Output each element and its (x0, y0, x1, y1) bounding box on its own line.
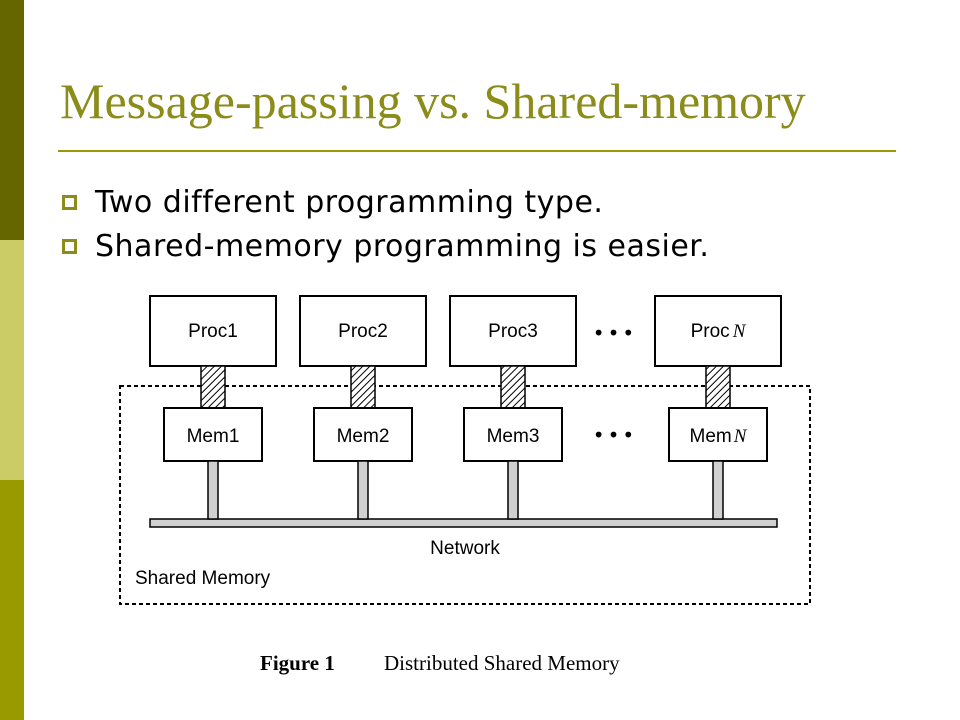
network-label: Network (430, 538, 500, 559)
title-underline (58, 150, 896, 152)
memory-network-link (712, 460, 724, 520)
network-bus (149, 518, 778, 528)
square-bullet-icon (62, 238, 77, 254)
sidebar-accent-top (0, 0, 24, 240)
processor-label: Proc2 (338, 321, 388, 342)
memory-index-symbol: N (733, 426, 748, 447)
processor-index-symbol: N (732, 321, 747, 342)
memory-label: Mem1 (187, 426, 240, 447)
figure-caption-number: Figure 1 (260, 651, 335, 675)
processor-box (149, 295, 277, 367)
memory-box (313, 407, 413, 462)
processor-memory-link (350, 365, 376, 409)
slide-title: Message-passing vs. Shared-memory (60, 73, 806, 129)
memory-label: Mem2 (337, 426, 390, 447)
memory-ellipsis: ••• (593, 423, 637, 447)
processor-memory-link (705, 365, 731, 409)
bullet-list: Two different programming type. Shared-m… (62, 180, 709, 268)
memory-network-link (507, 460, 519, 520)
memory-network-link (207, 460, 219, 520)
processor-box (299, 295, 427, 367)
memory-box (163, 407, 263, 462)
processor-box (654, 295, 782, 367)
memory-label: Mem3 (487, 426, 540, 447)
sidebar-accent-bottom (0, 480, 24, 720)
processor-memory-link (200, 365, 226, 409)
processor-label: Proc3 (488, 321, 538, 342)
figure-caption-text: Distributed Shared Memory (384, 651, 620, 675)
sidebar-accent-middle (0, 240, 24, 480)
shared-memory-region (119, 385, 811, 605)
bullet-item: Two different programming type. (62, 180, 709, 224)
bullet-text: Shared-memory programming is easier. (95, 228, 710, 264)
processor-label-text: Proc (691, 321, 730, 342)
bullet-text: Two different programming type. (95, 184, 604, 220)
processor-label: Proc1 (188, 321, 238, 342)
processor-ellipsis: ••• (593, 321, 637, 345)
square-bullet-icon (62, 194, 77, 210)
memory-network-link (357, 460, 369, 520)
memory-box (463, 407, 563, 462)
shared-memory-label: Shared Memory (135, 568, 271, 589)
bullet-item: Shared-memory programming is easier. (62, 224, 709, 268)
processor-memory-link (500, 365, 526, 409)
memory-label-text: Mem (690, 426, 732, 447)
